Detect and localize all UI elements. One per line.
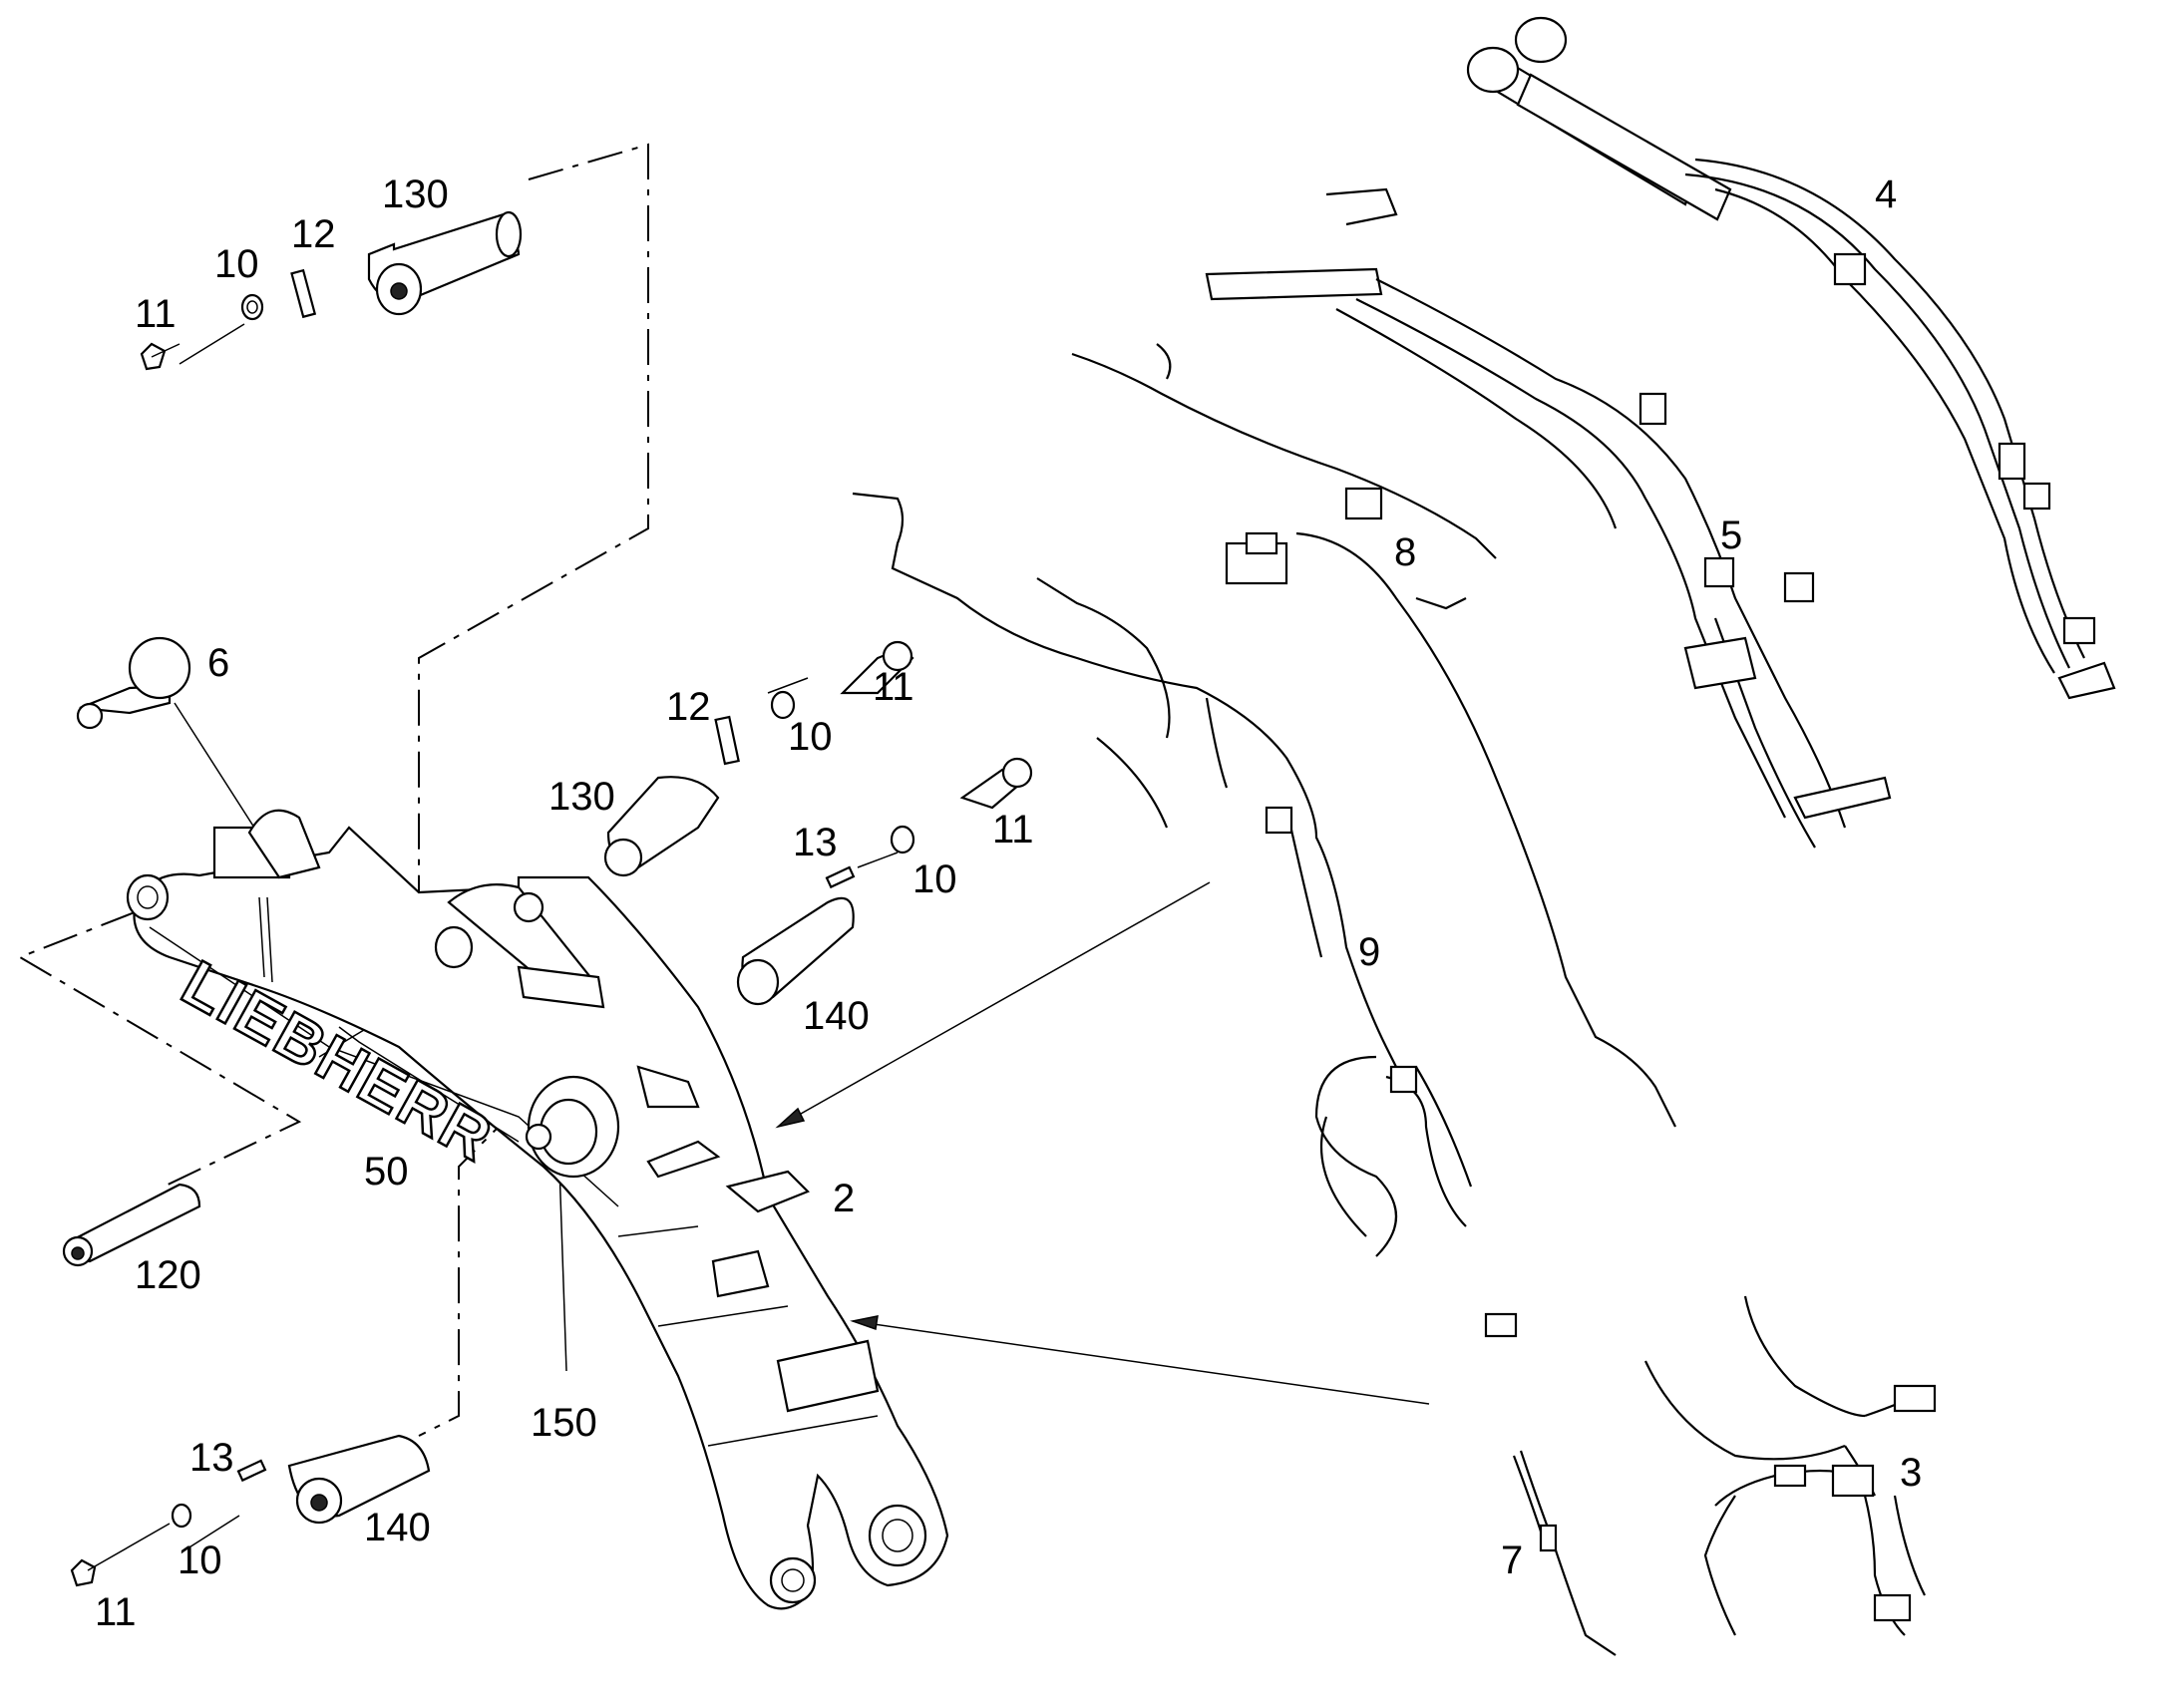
callout-7: 7: [1501, 1538, 1523, 1582]
callout-130-top: 130: [382, 172, 449, 216]
callout-10-mid2: 10: [912, 857, 957, 901]
callout-11-mid2: 11: [992, 808, 1034, 852]
callout-labels: 130 12 10 11 4 5 8 6 12 10 11 130 13 10 …: [95, 172, 1922, 1634]
callout-10-low: 10: [178, 1538, 222, 1582]
callout-2: 2: [833, 1177, 855, 1220]
callout-3: 3: [1900, 1451, 1922, 1495]
boom-tip-bore-a: [868, 1504, 927, 1567]
callout-4: 4: [1875, 172, 1897, 216]
callout-140-low: 140: [364, 1506, 431, 1549]
callout-5: 5: [1720, 513, 1742, 557]
wiring-harness-9: [852, 492, 1473, 1257]
callout-11-top: 11: [135, 292, 177, 336]
callout-9: 9: [1358, 930, 1380, 974]
pins-and-fasteners: [62, 210, 1033, 1587]
callout-8: 8: [1394, 530, 1416, 574]
callout-10-top: 10: [214, 242, 259, 286]
hose-assembly-5: [1205, 187, 1892, 849]
wiring-harness-8: [1071, 343, 1676, 1128]
boom-tip-bore-b: [769, 1556, 817, 1604]
cable-7: [1484, 1312, 1617, 1656]
callout-12-mid: 12: [666, 685, 711, 729]
assembly-lines: [17, 143, 649, 1437]
callout-11-low: 11: [95, 1590, 137, 1634]
callout-13-low: 13: [189, 1436, 234, 1480]
boom-body: [133, 826, 949, 1610]
callout-140-mid: 140: [803, 994, 870, 1038]
hose-assembly-4: [1466, 16, 2116, 700]
callout-120: 120: [135, 1253, 201, 1297]
callout-50: 50: [364, 1150, 409, 1194]
callout-6: 6: [207, 641, 229, 685]
callout-10-mid: 10: [788, 715, 833, 759]
callout-130-mid: 130: [548, 775, 615, 819]
boom-assembly: LIEBHERR: [126, 809, 949, 1610]
callout-12-top: 12: [291, 212, 336, 256]
hose-assembly-3: [1644, 1295, 1937, 1636]
callout-150: 150: [531, 1401, 597, 1445]
callout-11-mid: 11: [873, 665, 914, 709]
callout-13-mid: 13: [793, 821, 838, 864]
boom-pivot-bore: [126, 873, 170, 921]
